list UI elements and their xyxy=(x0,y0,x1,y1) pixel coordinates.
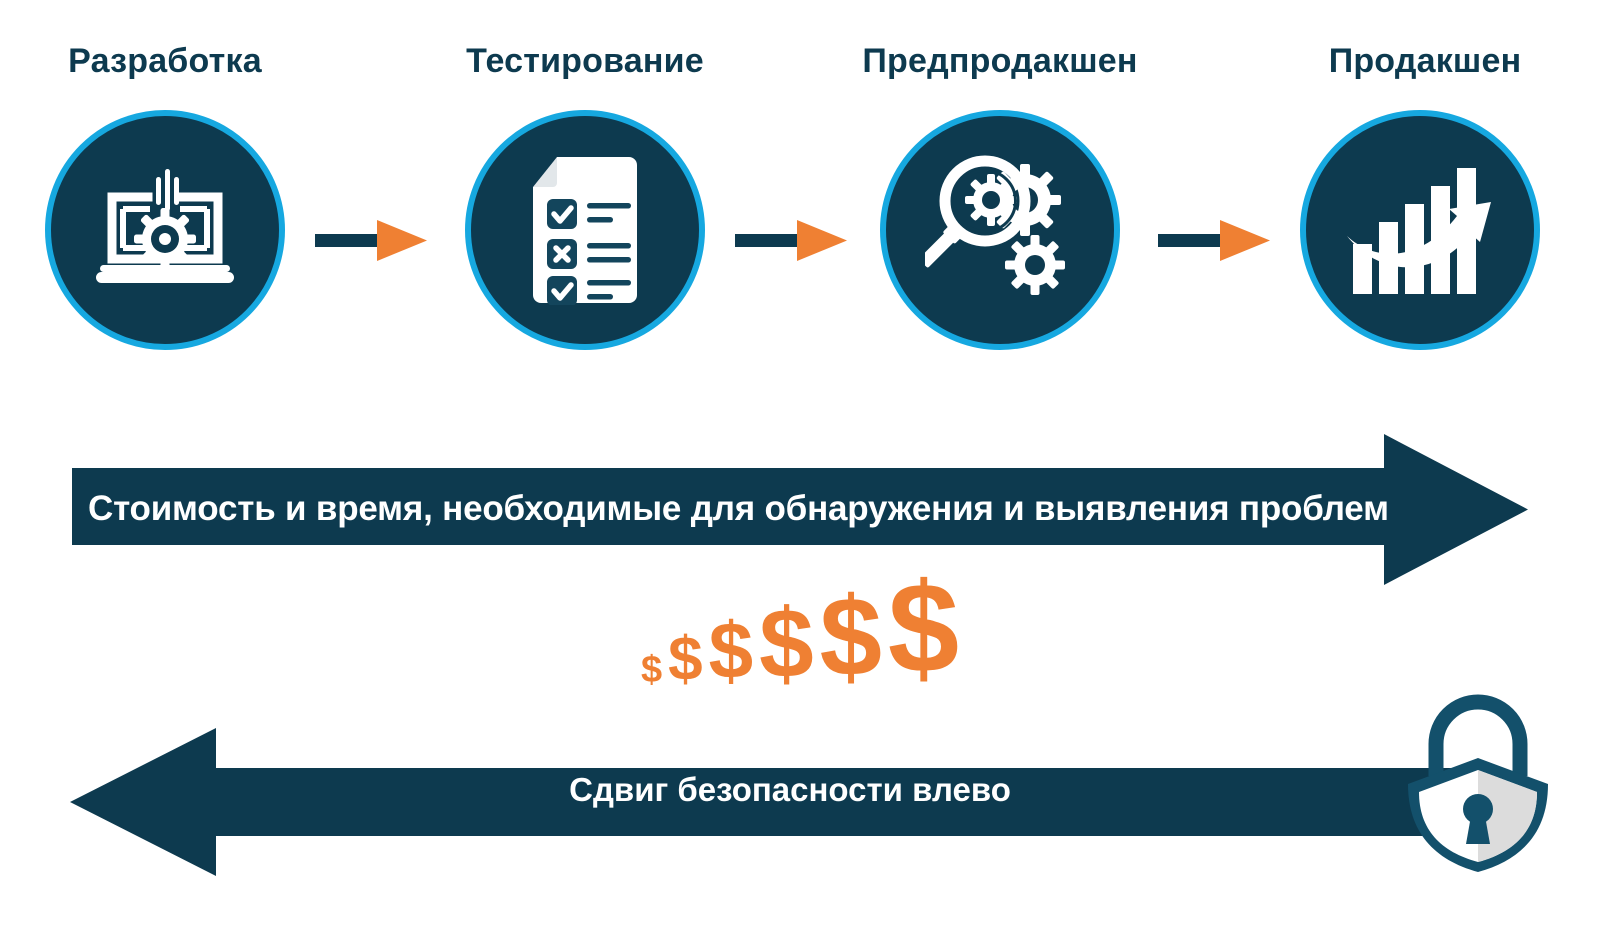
connector-arrow-2 xyxy=(735,218,850,263)
connector-arrow-1 xyxy=(315,218,430,263)
cost-time-arrow-label: Стоимость и время, необходимые для обнар… xyxy=(88,489,1389,528)
cost-time-arrow xyxy=(72,432,1530,587)
dollar-sign-icon: $ xyxy=(819,573,882,699)
dollar-sign-icon: $ xyxy=(759,587,814,698)
bar-chart-growth-icon xyxy=(1345,160,1495,300)
dollar-sign-icon: $ xyxy=(708,606,754,696)
shift-left-arrow xyxy=(70,726,1460,878)
checklist-document-icon xyxy=(525,155,645,305)
cost-dollar-indicator: $ $ $ $ $ $ xyxy=(0,565,1600,699)
stage-label-preproduction: Предпродакшен xyxy=(862,42,1138,80)
stage-circle-testing[interactable] xyxy=(465,110,705,350)
dollar-sign-icon: $ xyxy=(887,557,960,701)
stage-label-development: Разработка xyxy=(68,42,262,80)
dollar-sign-icon: $ xyxy=(640,649,663,692)
stage-circle-development[interactable] xyxy=(45,110,285,350)
stage-circle-production[interactable] xyxy=(1300,110,1540,350)
stage-circle-preproduction[interactable] xyxy=(880,110,1120,350)
shield-padlock-icon xyxy=(1398,692,1558,874)
stage-label-testing: Тестирование xyxy=(466,42,704,80)
dollar-sign-icon: $ xyxy=(668,624,703,694)
shift-left-arrow-label: Сдвиг безопасности влево xyxy=(569,771,1011,808)
laptop-gear-icon xyxy=(90,165,240,295)
magnifier-gears-icon xyxy=(925,155,1075,305)
stage-label-production: Продакшен xyxy=(1328,42,1522,80)
connector-arrow-3 xyxy=(1158,218,1273,263)
